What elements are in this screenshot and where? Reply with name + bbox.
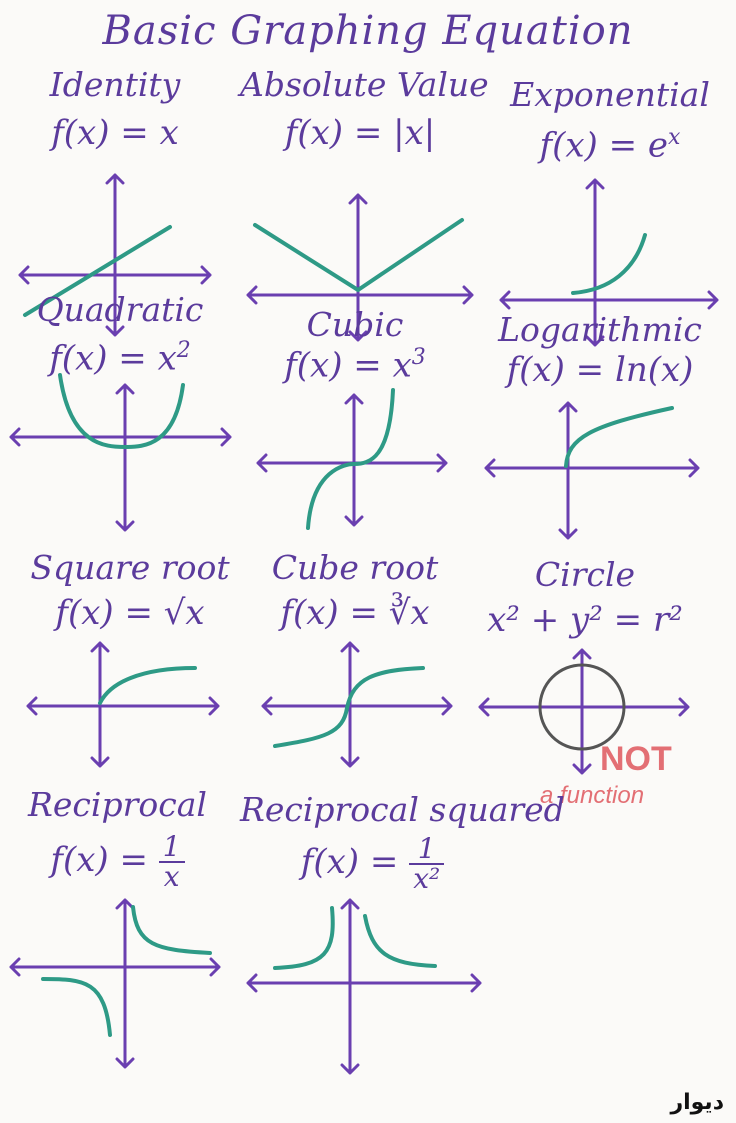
cubic-curve [306,388,395,530]
graph-equation: f(x) = ∛x [280,593,430,633]
reciprocal-squared-curve-left [273,906,335,970]
square-root-curve [98,666,197,705]
graph-name: Cube root [271,548,439,587]
identity-curve [23,225,172,317]
graph-equation: f(x) = x [51,113,179,153]
graph-name: Absolute Value [240,65,489,104]
quadratic-curve [58,373,185,450]
graph-equation: x² + y² = r² [487,600,683,640]
graph-equation: f(x) = ln(x) [506,350,694,390]
reciprocal-squared-curve-right [363,914,437,968]
reciprocal-plot [9,898,221,1069]
reciprocal-squared-plot [246,898,482,1075]
reciprocal-curve-left [41,977,112,1037]
graph-exponential: Exponential f(x) = ex [495,65,725,347]
graph-equation: f(x) = |x| [284,113,436,153]
graph-circle: Circle x² + y² = r² [470,555,700,775]
note-not: NOT [600,740,672,778]
square-root-plot [26,641,220,768]
graph-quadratic: Quadratic f(x) = x2 [5,290,235,532]
graph-cube-root: Cube root f(x) = ∛x [255,548,455,768]
graph-logarithmic: Logarithmic f(x) = ln(x) [480,310,720,540]
quadratic-plot [9,373,232,532]
logarithmic-plot [484,401,700,540]
absolute-value-curve [253,218,464,293]
circle-curve [538,663,626,751]
graph-absolute-value: Absolute Value f(x) = |x| [240,65,489,342]
page-title: Basic Graphing Equation [102,8,634,54]
graph-cubic: Cubic f(x) = x3 [250,305,460,535]
exponential-plot [499,178,719,347]
graph-identity: Identity f(x) = x [5,65,225,337]
graph-name: Circle [534,555,636,594]
note-a-function: a function [540,782,645,809]
graph-name: Quadratic [36,290,204,329]
graph-name: Cubic [306,305,404,344]
watermark-logo: دیوار [670,1090,724,1115]
circle-plot [478,648,690,775]
exponential-curve [571,233,647,295]
graph-name: Reciprocal [28,785,207,824]
logarithmic-curve [564,406,674,468]
absolute-value-plot [246,193,474,342]
graph-equation: f(x) = x2 [49,338,191,379]
graph-name: Square root [30,548,230,587]
graph-equation: f(x) = √x [55,593,205,633]
graph-equation: f(x) = ex [539,125,681,166]
identity-plot [18,173,212,337]
cube-root-curve [273,666,425,748]
reciprocal-curve-right [131,905,212,955]
graph-square-root: Square root f(x) = √x [20,548,240,768]
graph-name: Logarithmic [498,310,702,349]
graph-name: Exponential [510,75,710,114]
cubic-plot [256,388,448,530]
graph-name: Identity [49,65,181,104]
graph-name: Reciprocal squared [240,790,565,829]
graph-equation: f(x) = x3 [284,345,426,386]
cube-root-plot [261,641,453,768]
